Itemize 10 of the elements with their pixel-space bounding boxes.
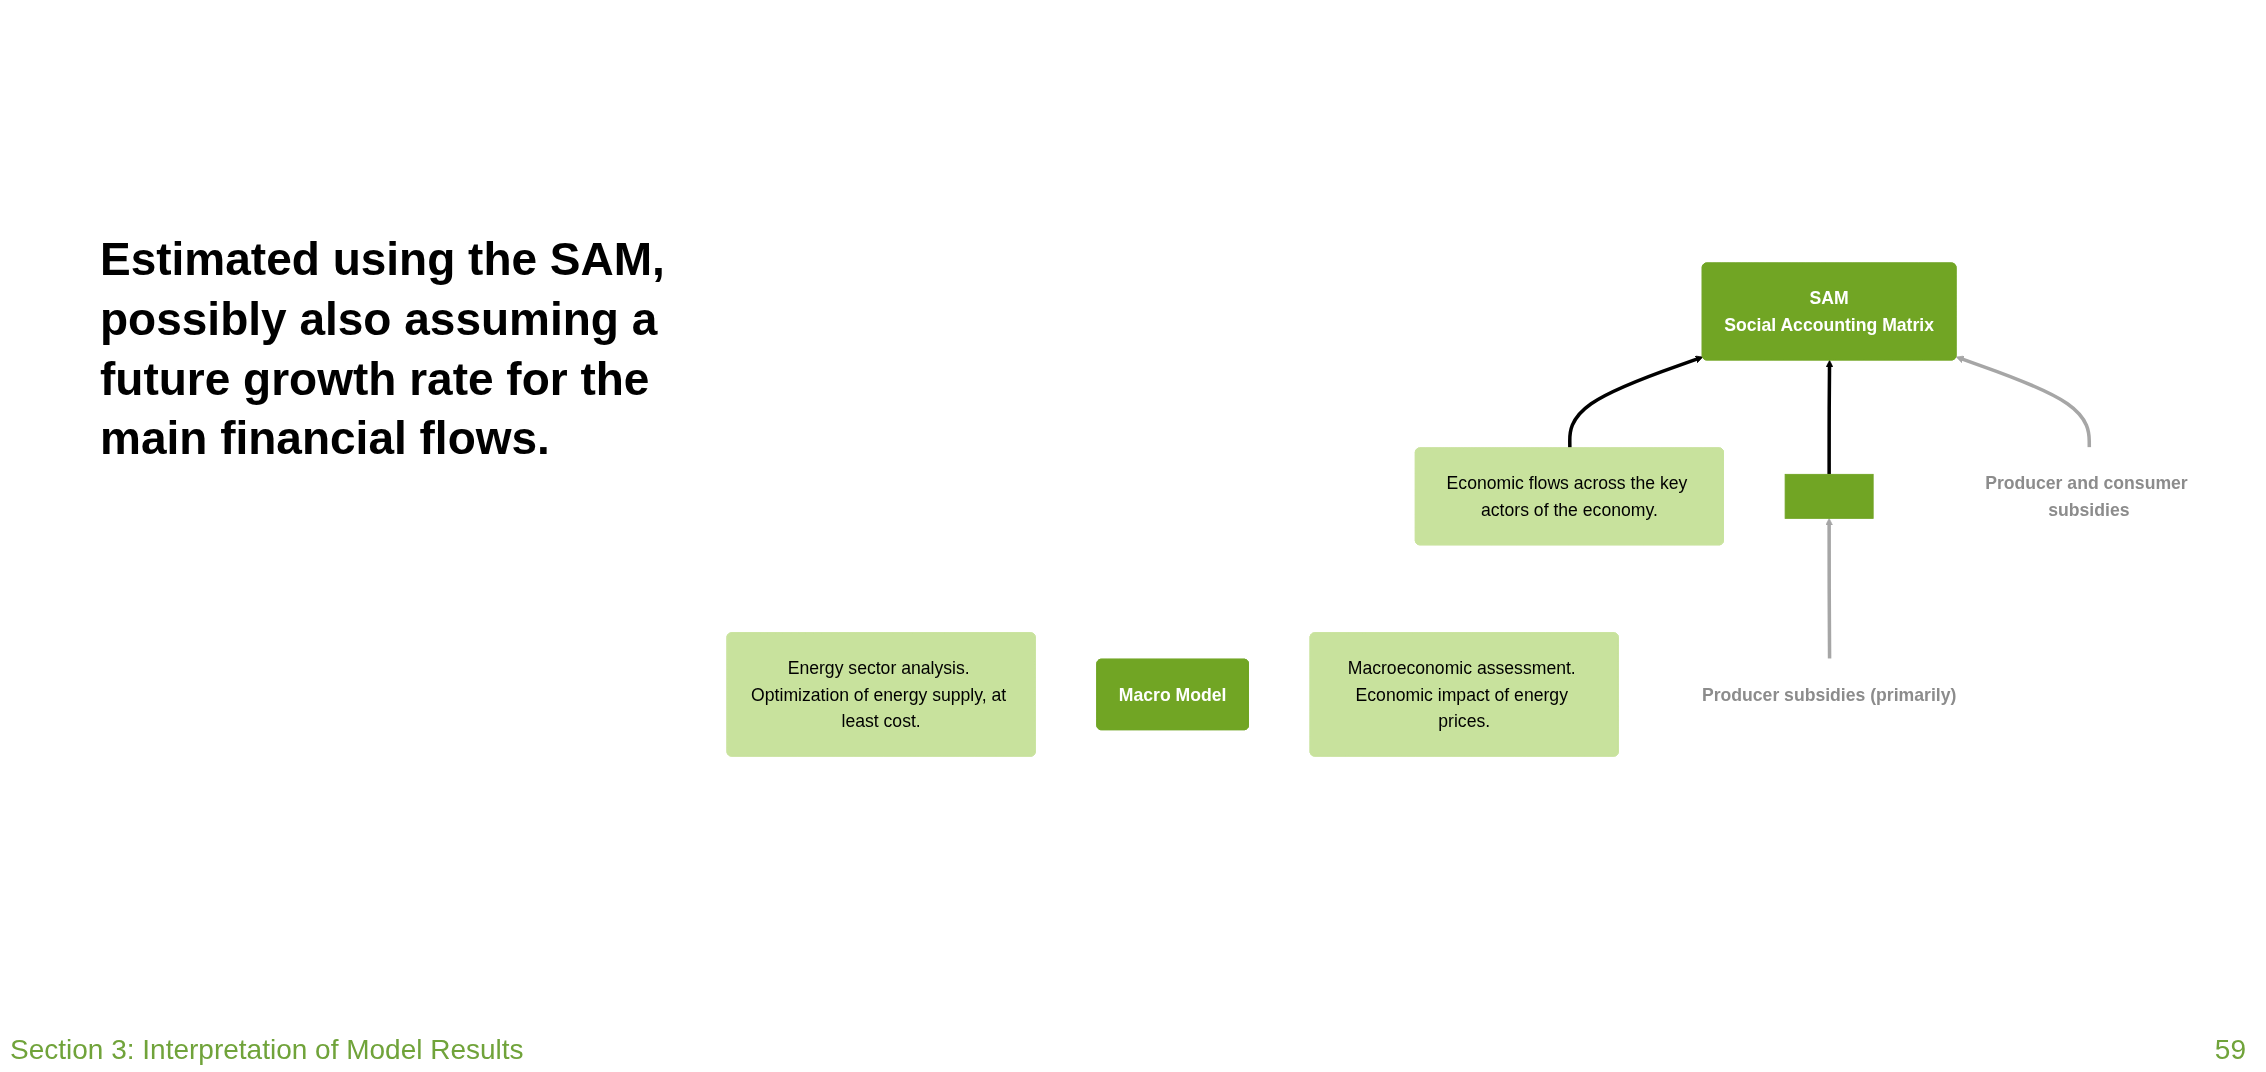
- page-number: 59: [2214, 1034, 2246, 1066]
- node-text: Producer and consumer subsidies: [1985, 473, 2188, 520]
- arrow: [1568, 356, 1704, 449]
- arrow: [1955, 356, 2092, 449]
- footer-text: Section 3: Interpretation of Model Results: [10, 1034, 524, 1066]
- node-box: [1784, 474, 1874, 520]
- arrow: [1825, 518, 1833, 661]
- node-text: Producer subsidies (primarily): [1701, 685, 1957, 705]
- arrow: [1825, 360, 1834, 475]
- annotation-text: Estimated using the SAM, possibly also assuming a future growth rate for the main financial flows.: [100, 232, 666, 467]
